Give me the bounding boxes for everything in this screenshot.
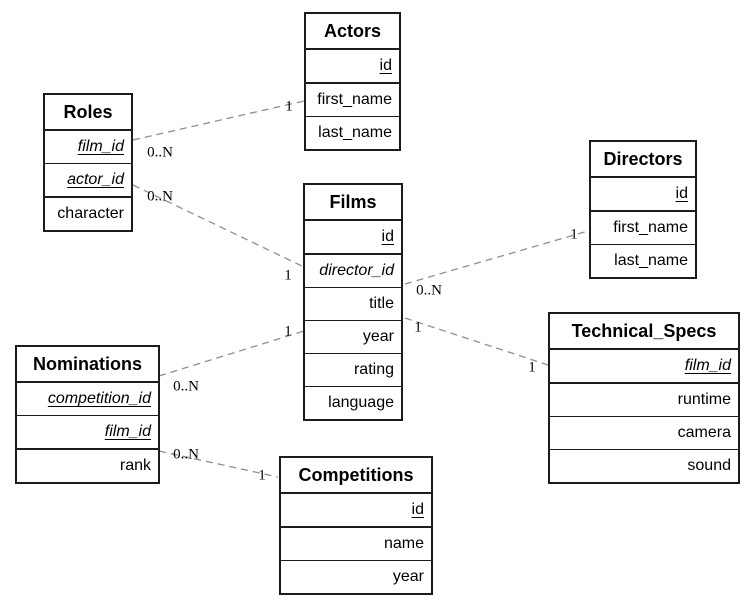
entity-technical-specs: Technical_Specs film_id runtime camera s… xyxy=(548,312,740,484)
cardinality-films-directors-near: 0..N xyxy=(416,282,442,299)
field-nominations-competition-id: competition_id xyxy=(17,383,158,416)
cardinality-nominations-films-far: 1 xyxy=(284,323,292,340)
field-nominations-rank: rank xyxy=(119,457,151,474)
field-technical-specs-runtime: runtime xyxy=(550,384,738,417)
relationship-line-nominations-competitions xyxy=(158,450,279,478)
entity-nominations-title: Nominations xyxy=(17,347,158,383)
field-directors-id: id xyxy=(591,178,695,212)
relationship-line-films-technical-specs xyxy=(404,317,549,366)
cardinality-nominations-films-near: 0..N xyxy=(173,378,199,395)
field-films-director-id: director_id xyxy=(305,255,401,288)
entity-films-title: Films xyxy=(305,185,401,221)
cardinality-roles-films-near: 0..N xyxy=(147,188,173,205)
cardinality-nominations-competitions-near: 0..N xyxy=(173,446,199,463)
field-roles-film-id: film_id xyxy=(45,131,131,164)
field-competitions-name: name xyxy=(281,528,431,561)
entity-technical-specs-title: Technical_Specs xyxy=(550,314,738,350)
field-actors-last-name: last_name xyxy=(318,124,392,141)
cardinality-films-directors-far: 1 xyxy=(570,226,578,243)
field-competitions-year: year xyxy=(392,568,424,585)
entity-actors: Actors id first_name last_name xyxy=(304,12,401,151)
entity-directors-title: Directors xyxy=(591,142,695,178)
field-competitions-id: id xyxy=(281,494,431,528)
relationship-line-nominations-films xyxy=(158,330,305,377)
field-nominations-film-id: film_id xyxy=(17,416,158,450)
entity-directors: Directors id first_name last_name xyxy=(589,140,697,279)
field-directors-last-name: last_name xyxy=(614,252,688,269)
cardinality-roles-films-far: 1 xyxy=(284,267,292,284)
field-roles-character: character xyxy=(57,205,124,222)
entity-nominations: Nominations competition_id film_id rank xyxy=(15,345,160,484)
field-actors-first-name: first_name xyxy=(306,84,399,117)
relationship-line-roles-films xyxy=(132,184,305,268)
relationship-line-films-directors xyxy=(404,230,589,285)
field-technical-specs-film-id: film_id xyxy=(550,350,738,384)
entity-roles: Roles film_id actor_id character xyxy=(43,93,133,232)
field-films-rating: rating xyxy=(305,354,401,387)
relationship-line-roles-actors xyxy=(132,100,305,141)
cardinality-films-technical-specs-near: 1 xyxy=(414,319,422,336)
cardinality-nominations-competitions-far: 1 xyxy=(258,467,266,484)
field-films-title-field: title xyxy=(305,288,401,321)
entity-competitions: Competitions id name year xyxy=(279,456,433,595)
cardinality-films-technical-specs-far: 1 xyxy=(528,359,536,376)
field-directors-first-name: first_name xyxy=(591,212,695,245)
field-technical-specs-camera: camera xyxy=(550,417,738,450)
entity-films: Films id director_id title year rating l… xyxy=(303,183,403,421)
field-technical-specs-sound: sound xyxy=(687,457,731,474)
entity-actors-title: Actors xyxy=(306,14,399,50)
entity-competitions-title: Competitions xyxy=(281,458,431,494)
field-roles-actor-id: actor_id xyxy=(45,164,131,198)
cardinality-roles-actors-near: 0..N xyxy=(147,144,173,161)
entity-roles-title: Roles xyxy=(45,95,131,131)
field-films-id: id xyxy=(305,221,401,255)
field-films-year: year xyxy=(305,321,401,354)
field-actors-id: id xyxy=(306,50,399,84)
cardinality-roles-actors-far: 1 xyxy=(285,98,293,115)
field-films-language: language xyxy=(328,394,394,411)
